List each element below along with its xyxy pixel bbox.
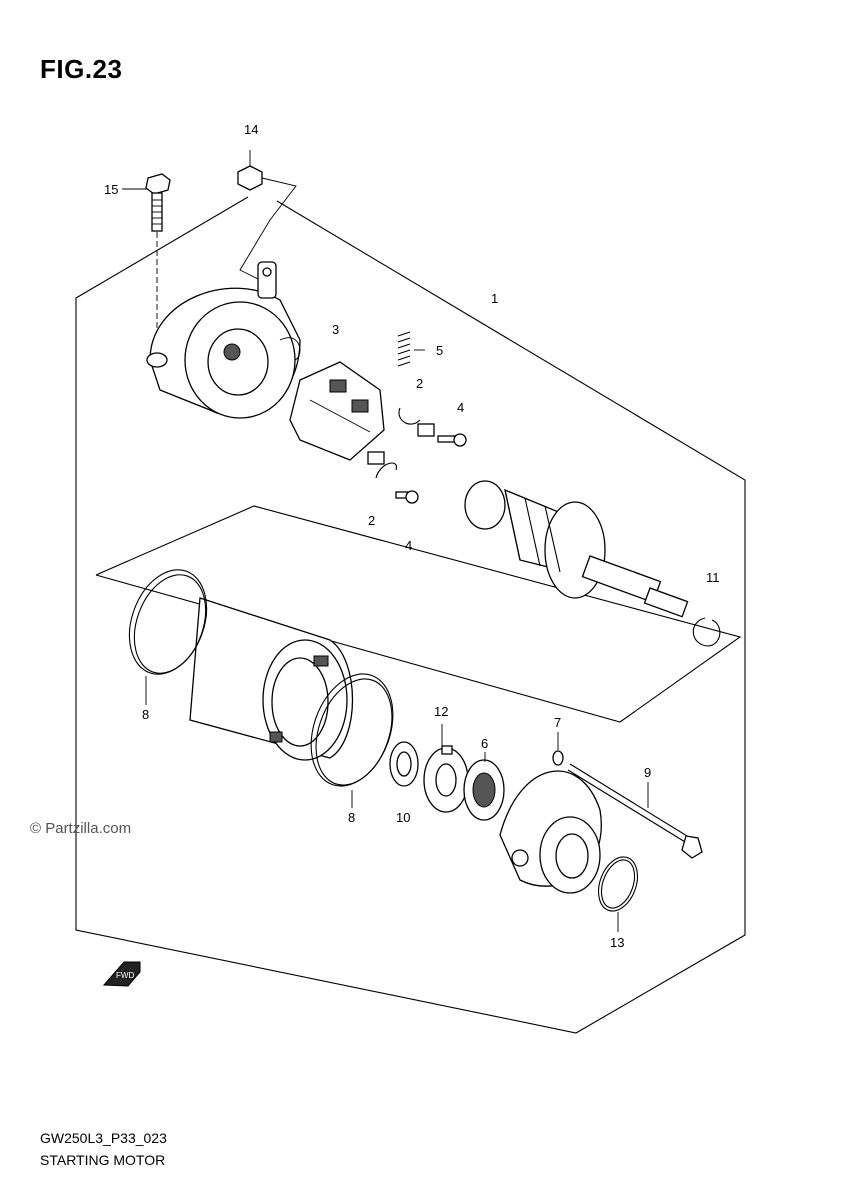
lock-washer-12 [423,724,469,813]
callout-5: 5 [436,343,443,358]
nut-14 [237,150,297,286]
o-ring-8-left [128,569,208,705]
inner-outline [95,505,742,723]
through-bolt-9 [567,763,703,859]
diagram-code: GW250L3_P33_023 [40,1130,167,1146]
callout-15: 15 [104,182,118,197]
svg-text:FWD: FWD [116,971,134,980]
callout-2b: 2 [368,513,375,528]
circlip-11 [692,617,721,647]
washer-7 [552,732,564,766]
callout-8b: 8 [348,810,355,825]
callout-7: 7 [554,715,561,730]
front-housing [499,770,602,894]
fwd-arrow-icon: FWD [102,961,141,987]
screw-4-upper [437,433,467,447]
rear-housing [146,261,301,419]
callout-3: 3 [332,322,339,337]
callout-12: 12 [434,704,448,719]
callout-6: 6 [481,736,488,751]
callout-9: 9 [644,765,651,780]
brush-plate-3 [289,361,385,461]
callout-8a: 8 [142,707,149,722]
spring-5 [397,331,425,367]
watermark: © Partzilla.com [30,820,132,837]
screw-4-lower [395,490,419,504]
oil-seal-6 [463,752,505,821]
o-ring-13 [598,856,638,932]
o-ring-8-right [310,673,394,808]
callout-13: 13 [610,935,624,950]
callout-14: 14 [244,122,258,137]
callout-4b: 4 [405,538,412,553]
brush-2-lower [367,451,397,479]
yoke [189,597,354,761]
brush-2-upper [398,407,435,437]
diagram-caption: STARTING MOTOR [40,1152,166,1168]
armature [464,480,689,618]
callout-10: 10 [396,810,410,825]
washer-10 [389,741,419,787]
callout-1: 1 [491,291,498,306]
callout-2a: 2 [416,376,423,391]
bolt-15 [145,173,171,350]
figure-title: FIG.23 [40,54,123,84]
callout-11: 11 [706,570,720,585]
assembly-outline [75,196,746,1034]
callout-4a: 4 [457,400,464,415]
